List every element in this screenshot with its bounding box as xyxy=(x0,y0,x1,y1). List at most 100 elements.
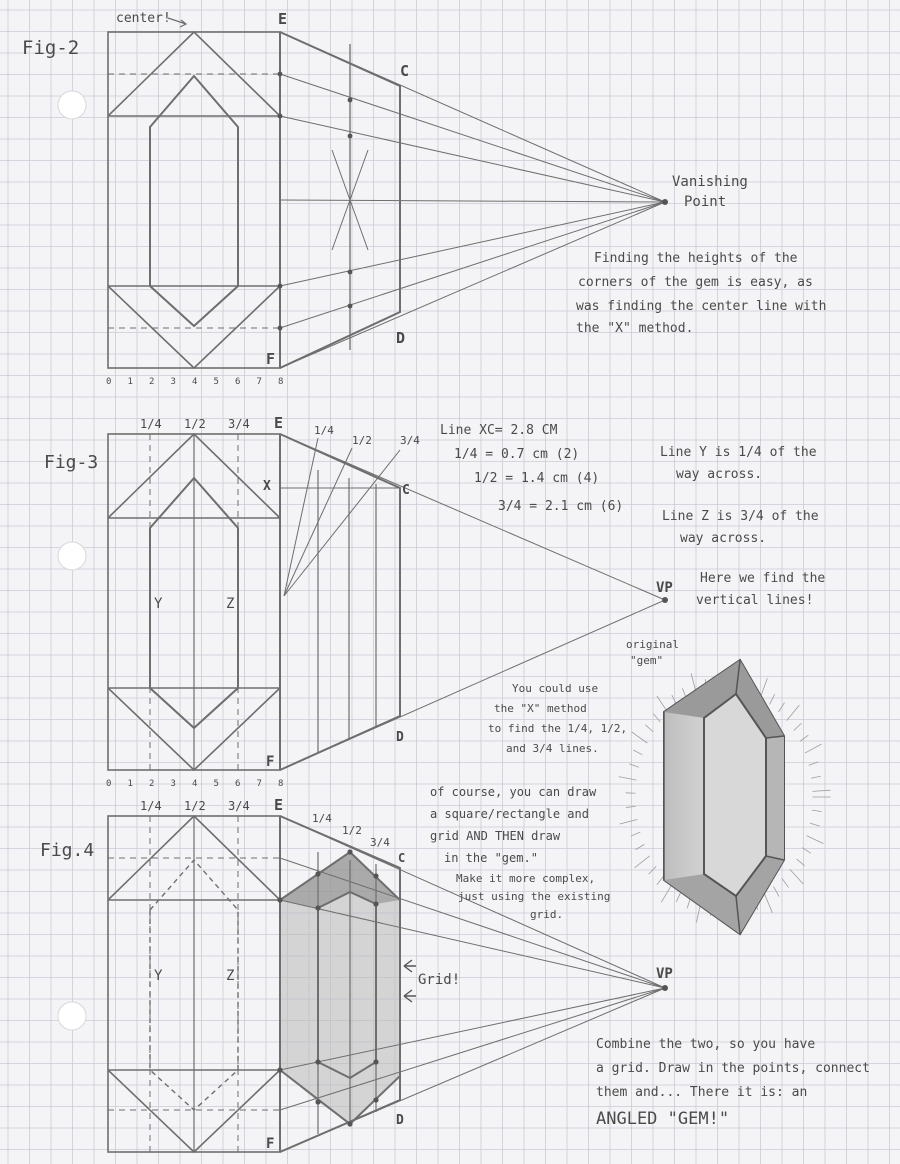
measurement-line: 1/4 = 0.7 cm (2) xyxy=(454,447,579,462)
fig3-label-x: X xyxy=(263,479,271,494)
fig4-grid-points xyxy=(277,849,379,1127)
gem-right-facet xyxy=(766,736,784,860)
measurement-line: 1/2 = 1.4 cm (4) xyxy=(474,471,599,486)
fig3-top-label: 1/4 xyxy=(140,417,162,431)
note-line: to find the 1/4, 1/2, xyxy=(488,722,627,735)
note-line: You could use xyxy=(512,682,598,695)
sparkle-ray xyxy=(796,858,805,867)
sparkle-ray xyxy=(635,844,645,850)
note-line: ANGLED "GEM!" xyxy=(596,1109,729,1129)
measurement-line: 3/4 = 2.1 cm (6) xyxy=(498,499,623,514)
fig3-label-c: C xyxy=(402,483,410,498)
fig4-diag-label: 3/4 xyxy=(370,836,390,849)
original-gem-caption: original xyxy=(626,638,679,651)
note-line: Combine the two, so you have xyxy=(596,1037,815,1052)
note-line: the "X" method xyxy=(494,702,587,715)
fig4-vanishing-rays xyxy=(279,815,666,1153)
fig2-vanishing-rays xyxy=(279,31,666,369)
fig2-label-f: F xyxy=(266,350,275,368)
ruler-tick-label: 2 xyxy=(149,779,154,789)
sparkle-ray xyxy=(763,893,773,913)
sparkle-ray xyxy=(801,847,812,854)
fig4-label-e: E xyxy=(274,796,283,814)
fig4-top-label: 3/4 xyxy=(228,799,250,813)
fig3-label-vp: VP xyxy=(656,580,673,596)
sparkle-ray xyxy=(675,891,682,903)
fig3-measurements: Line XC= 2.8 CM 1/4 = 0.7 cm (2) 1/2 = 1… xyxy=(440,423,623,514)
vanishing-point-label-1: Vanishing xyxy=(672,174,748,190)
ruler-tick-label: 7 xyxy=(257,377,262,387)
fig3-diag-label: 1/4 xyxy=(314,424,334,437)
fig2-note: Finding the heights of the corners of th… xyxy=(576,251,826,336)
fig3-vanishing-rays xyxy=(279,433,666,771)
sparkle-ray xyxy=(619,819,638,825)
fig2-note-line: Finding the heights of the xyxy=(594,251,798,266)
ruler-tick-label: 1 xyxy=(128,779,133,789)
fig4-top-label: 1/4 xyxy=(140,799,162,813)
fig2-height-dots xyxy=(277,71,353,331)
fig2-vanishing-point xyxy=(662,199,668,205)
fig2-note-line: corners of the gem is easy, as xyxy=(578,275,813,290)
gem-top-facet xyxy=(664,660,784,738)
ruler-tick-label: 3 xyxy=(171,377,176,387)
fig3-title: Fig-3 xyxy=(44,452,98,473)
figure-3: Fig-3 1/4 1/2 3/4 E X C D F Y Z VP xyxy=(44,414,825,789)
gem-bottom-facet xyxy=(664,856,784,934)
original-gem-caption: "gem" xyxy=(630,654,663,667)
sparkle-ray xyxy=(811,809,822,813)
note-line: and 3/4 lines. xyxy=(506,742,599,755)
fig3-label-z: Z xyxy=(226,596,234,612)
fig4-label-d: D xyxy=(396,1113,404,1128)
fig4-course-note: of course, you can draw a square/rectang… xyxy=(430,785,597,865)
sparkle-ray xyxy=(631,731,648,744)
ruler-tick-label: 6 xyxy=(235,779,240,789)
sparkle-ray xyxy=(652,713,661,723)
sparkle-ray xyxy=(804,743,822,754)
sparkle-ray xyxy=(793,722,802,731)
ruler-tick-label: 5 xyxy=(214,779,219,789)
fig4-complex-note: Make it more complex, just using the exi… xyxy=(456,872,610,921)
fig3-label-y: Y xyxy=(154,596,163,612)
original-gem-drawing: original "gem" xyxy=(618,638,831,936)
fig3-label-f: F xyxy=(266,754,274,770)
ruler-tick-label: 3 xyxy=(171,779,176,789)
note-line: of course, you can draw xyxy=(430,785,597,799)
ruler-tick-label: 5 xyxy=(214,377,219,387)
fig3-vertical-lines xyxy=(317,470,377,752)
sparkle-ray xyxy=(625,806,636,808)
vanishing-point-label-2: Point xyxy=(684,194,726,210)
fig3-top-label: 3/4 xyxy=(228,417,250,431)
note-line: in the "gem." xyxy=(444,851,538,865)
fig3-top-label: 1/2 xyxy=(184,417,206,431)
sparkle-ray xyxy=(618,776,637,781)
fig4-grid-note: Grid! xyxy=(418,972,460,988)
fig2-center-note: center! xyxy=(116,11,171,26)
sparkle-ray xyxy=(789,868,804,885)
sparkle-ray xyxy=(630,831,641,837)
note-line: a square/rectangle and xyxy=(430,807,589,821)
binder-hole-middle xyxy=(57,541,87,571)
ruler-tick-label: 0 xyxy=(106,377,111,387)
fig3-notes: Line Y is 1/4 of the way across. Line Z … xyxy=(660,445,825,608)
fig2-gem-outer xyxy=(107,30,281,370)
fig2-note-line: the "X" method. xyxy=(576,321,693,336)
note-line: them and... There it is: an xyxy=(596,1085,807,1100)
fig4-gem-top-shade xyxy=(280,852,400,908)
gem-left-facet xyxy=(664,712,704,880)
fig4-label-vp: VP xyxy=(656,966,673,982)
fig2-label-e: E xyxy=(278,10,287,28)
sparkle-ray xyxy=(778,702,785,713)
sparkle-ray xyxy=(799,734,809,742)
note-line: Line Y is 1/4 of the xyxy=(660,445,817,460)
fig2-title: Fig-2 xyxy=(22,37,79,59)
ruler-tick-label: 8 xyxy=(278,779,283,789)
fig2-label-c: C xyxy=(400,62,409,80)
note-line: way across. xyxy=(676,467,762,482)
fig3-diag-label: 3/4 xyxy=(400,434,420,447)
note-line: Here we find the xyxy=(700,571,825,586)
sparkle-ray xyxy=(773,886,780,897)
binder-hole-top xyxy=(57,90,87,120)
